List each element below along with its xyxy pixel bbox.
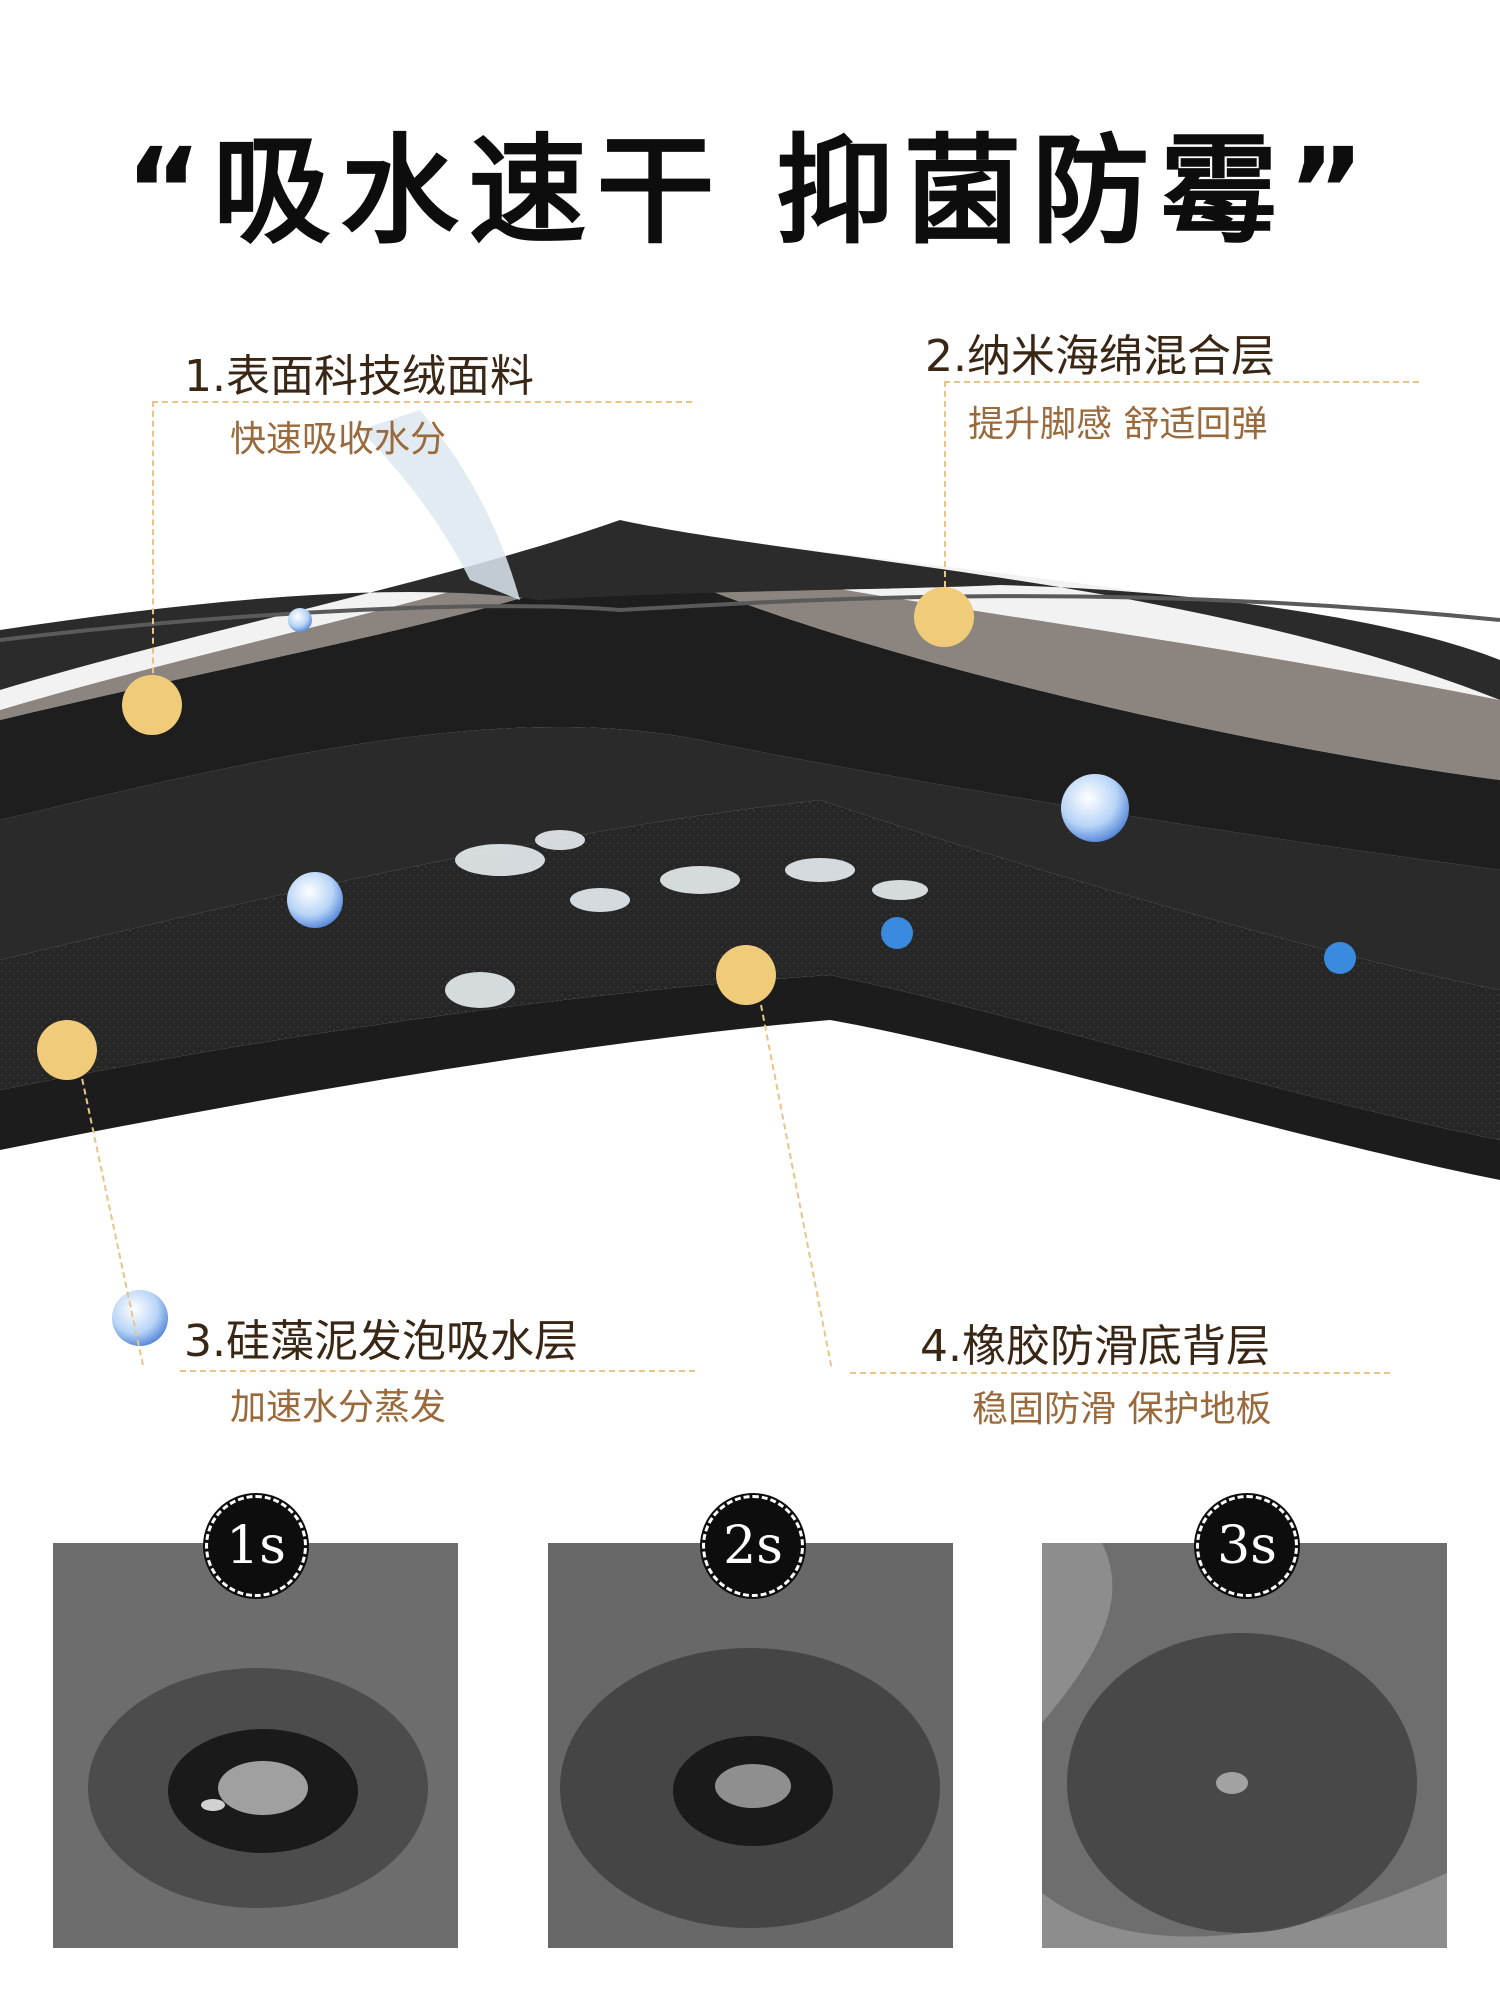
layer-4-title: 4.橡胶防滑底背层 bbox=[920, 1321, 1270, 1372]
water-drop-2s bbox=[560, 1648, 940, 1928]
callout-line-1 bbox=[152, 401, 692, 403]
layer-2-subtitle: 提升脚感 舒适回弹 bbox=[968, 404, 1268, 445]
bacteria-icon bbox=[881, 917, 913, 949]
headline: “吸水速干 抑菌防霉” bbox=[124, 122, 1376, 260]
sponge-layer bbox=[0, 727, 1500, 990]
time-badge-3s: 3s bbox=[1196, 1495, 1298, 1597]
callout-marker-2 bbox=[914, 587, 974, 647]
callout-leader-1 bbox=[152, 401, 154, 703]
water-drop-1s bbox=[88, 1668, 428, 1908]
callout-marker-4 bbox=[716, 945, 776, 1005]
layer-1-title: 1.表面科技绒面料 bbox=[184, 351, 534, 402]
layer-2-title: 2.纳米海绵混合层 bbox=[925, 331, 1275, 382]
water-drop-3s bbox=[1042, 1543, 1447, 1948]
absorption-card-1s bbox=[53, 1543, 458, 1948]
callout-line-3 bbox=[180, 1370, 695, 1372]
callout-line-4 bbox=[850, 1372, 1390, 1374]
callout-leader-2 bbox=[944, 381, 946, 617]
absorption-card-3s bbox=[1042, 1543, 1447, 1948]
time-badge-2s: 2s bbox=[702, 1495, 804, 1597]
bubble-icon bbox=[287, 872, 343, 928]
time-badge-1s: 1s bbox=[205, 1495, 307, 1597]
water-splash-icon bbox=[360, 410, 520, 600]
rubber-base-layer bbox=[0, 975, 1500, 1180]
bacteria-icon bbox=[1324, 942, 1356, 974]
layer-1-subtitle: 快速吸收水分 bbox=[230, 419, 447, 460]
layer-3-subtitle: 加速水分蒸发 bbox=[230, 1387, 447, 1428]
callout-marker-1 bbox=[122, 675, 182, 735]
callout-marker-3 bbox=[37, 1020, 97, 1080]
bubble-icon bbox=[112, 1290, 168, 1346]
molecule-icon bbox=[1061, 774, 1129, 842]
absorption-card-2s bbox=[548, 1543, 953, 1948]
layer-4-subtitle: 稳固防滑 保护地板 bbox=[972, 1389, 1272, 1430]
bubble-icon bbox=[288, 608, 312, 632]
mat-layers-illustration bbox=[0, 410, 1500, 1346]
callout-line-2 bbox=[944, 381, 1419, 383]
layer-3-title: 3.硅藻泥发泡吸水层 bbox=[184, 1316, 578, 1367]
water-droplets bbox=[445, 830, 928, 1008]
